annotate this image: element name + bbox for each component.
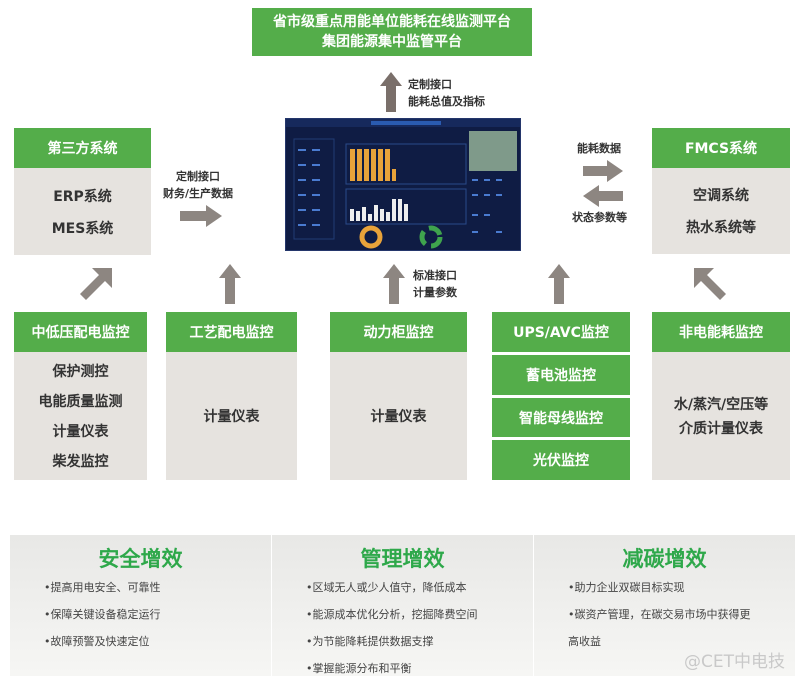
benefit-title: 安全增效: [98, 547, 183, 571]
module-item: 光伏监控: [492, 440, 630, 481]
fmcs-system-box: FMCS系统 空调系统 热水系统等: [652, 128, 790, 254]
center-link-label: 标准接口 计量参数: [413, 267, 457, 301]
fmcs-title: FMCS系统: [652, 128, 790, 168]
top-platform-line2: 集团能源集中监管平台: [322, 34, 462, 50]
arrow-right-icon: [180, 205, 222, 227]
benefit-safety: 安全增效 •提高用电安全、可靠性 •保障关键设备稳定运行 •故障预警及快速定位: [10, 535, 271, 676]
module-item: 计量仪表: [370, 409, 427, 425]
left-link-line2: 财务/生产数据: [163, 187, 234, 200]
fmcs-item: 空调系统: [693, 188, 749, 204]
module-non-electric: 非电能耗监控 水/蒸汽/空压等 介质计量仪表: [652, 312, 790, 480]
benefit-item: •助力企业双碳目标实现: [568, 581, 685, 594]
arrow-up-icon: [380, 72, 402, 112]
module-title: UPS/AVC监控: [492, 312, 630, 352]
module-ups-avc: UPS/AVC监控 蓄电池监控 智能母线监控 光伏监控: [492, 312, 630, 481]
benefit-carbon: 减碳增效 •助力企业双碳目标实现 •碳资产管理，在碳交易市场中获得更 高收益: [533, 535, 795, 676]
arrow-left-icon: [583, 185, 623, 207]
module-item: 水/蒸汽/空压等: [673, 397, 769, 413]
top-platform-box: 省市级重点用能单位能耗在线监测平台 集团能源集中监管平台: [252, 8, 532, 56]
center-link-line1: 标准接口: [413, 269, 457, 282]
module-item: 计量仪表: [203, 409, 260, 425]
module-item: 电能质量监测: [38, 394, 123, 410]
benefit-item: •碳资产管理，在碳交易市场中获得更: [568, 608, 751, 621]
left-link-line1: 定制接口: [176, 170, 221, 183]
benefit-item: 高收益: [568, 635, 601, 648]
up-link-label: 定制接口 能耗总值及指标: [408, 76, 485, 110]
monitoring-dashboard-screenshot: [285, 118, 521, 251]
module-title: 动力柜监控: [330, 312, 467, 352]
module-power-cabinet: 动力柜监控 计量仪表: [330, 312, 467, 480]
top-platform-line1: 省市级重点用能单位能耗在线监测平台: [273, 14, 511, 30]
third-party-item: MES系统: [51, 220, 114, 237]
module-title: 中低压配电监控: [14, 312, 147, 352]
module-item: 蓄电池监控: [492, 355, 630, 395]
benefit-item: •区域无人或少人值守，降低成本: [306, 581, 467, 594]
third-party-title: 第三方系统: [14, 128, 151, 168]
benefit-item: •为节能降耗提供数据支撑: [306, 635, 434, 648]
right-link-bottom-label: 状态参数等: [572, 211, 627, 224]
module-mv-lv-distribution: 中低压配电监控 保护测控 电能质量监测 计量仪表 柴发监控: [14, 312, 147, 480]
module-process-distribution: 工艺配电监控 计量仪表: [166, 312, 297, 480]
benefit-title: 减碳增效: [622, 547, 707, 571]
benefit-title: 管理增效: [360, 547, 445, 571]
benefit-item: •保障关键设备稳定运行: [44, 608, 161, 621]
module-title: 工艺配电监控: [166, 312, 297, 352]
arrow-up-icon: [548, 264, 570, 304]
watermark: @CET中电技: [684, 652, 785, 672]
right-link-top-label: 能耗数据: [577, 142, 621, 155]
module-item: 计量仪表: [52, 424, 109, 440]
benefit-item: •故障预警及快速定位: [44, 635, 150, 648]
fmcs-item: 热水系统等: [686, 220, 756, 236]
up-link-line2: 能耗总值及指标: [408, 95, 485, 108]
module-item: 柴发监控: [52, 454, 109, 470]
benefit-item: •能源成本优化分析，挖掘降费空间: [306, 608, 478, 621]
module-title: 非电能耗监控: [652, 312, 790, 352]
left-link-label: 定制接口 财务/生产数据: [163, 168, 233, 202]
arrow-up-icon: [383, 264, 405, 304]
module-item: 保护测控: [52, 364, 109, 380]
benefits-panel: 安全增效 •提高用电安全、可靠性 •保障关键设备稳定运行 •故障预警及快速定位 …: [10, 535, 795, 676]
third-party-system-box: 第三方系统 ERP系统 MES系统: [14, 128, 151, 255]
center-link-line2: 计量参数: [413, 286, 457, 299]
arrow-right-icon: [583, 160, 623, 182]
benefit-item: •提高用电安全、可靠性: [44, 581, 161, 594]
third-party-item: ERP系统: [53, 188, 112, 205]
benefit-management: 管理增效 •区域无人或少人值守，降低成本 •能源成本优化分析，挖掘降费空间 •为…: [271, 535, 533, 676]
benefit-item: •掌握能源分布和平衡: [306, 662, 412, 675]
dashboard-thumbnail: [286, 119, 520, 249]
arrow-diagonal-up-right-icon: [80, 268, 112, 300]
module-item: 介质计量仪表: [679, 421, 763, 437]
arrow-diagonal-up-left-icon: [694, 268, 726, 300]
module-item: 智能母线监控: [492, 397, 630, 438]
arrow-up-icon: [219, 264, 241, 304]
up-link-line1: 定制接口: [408, 78, 452, 91]
